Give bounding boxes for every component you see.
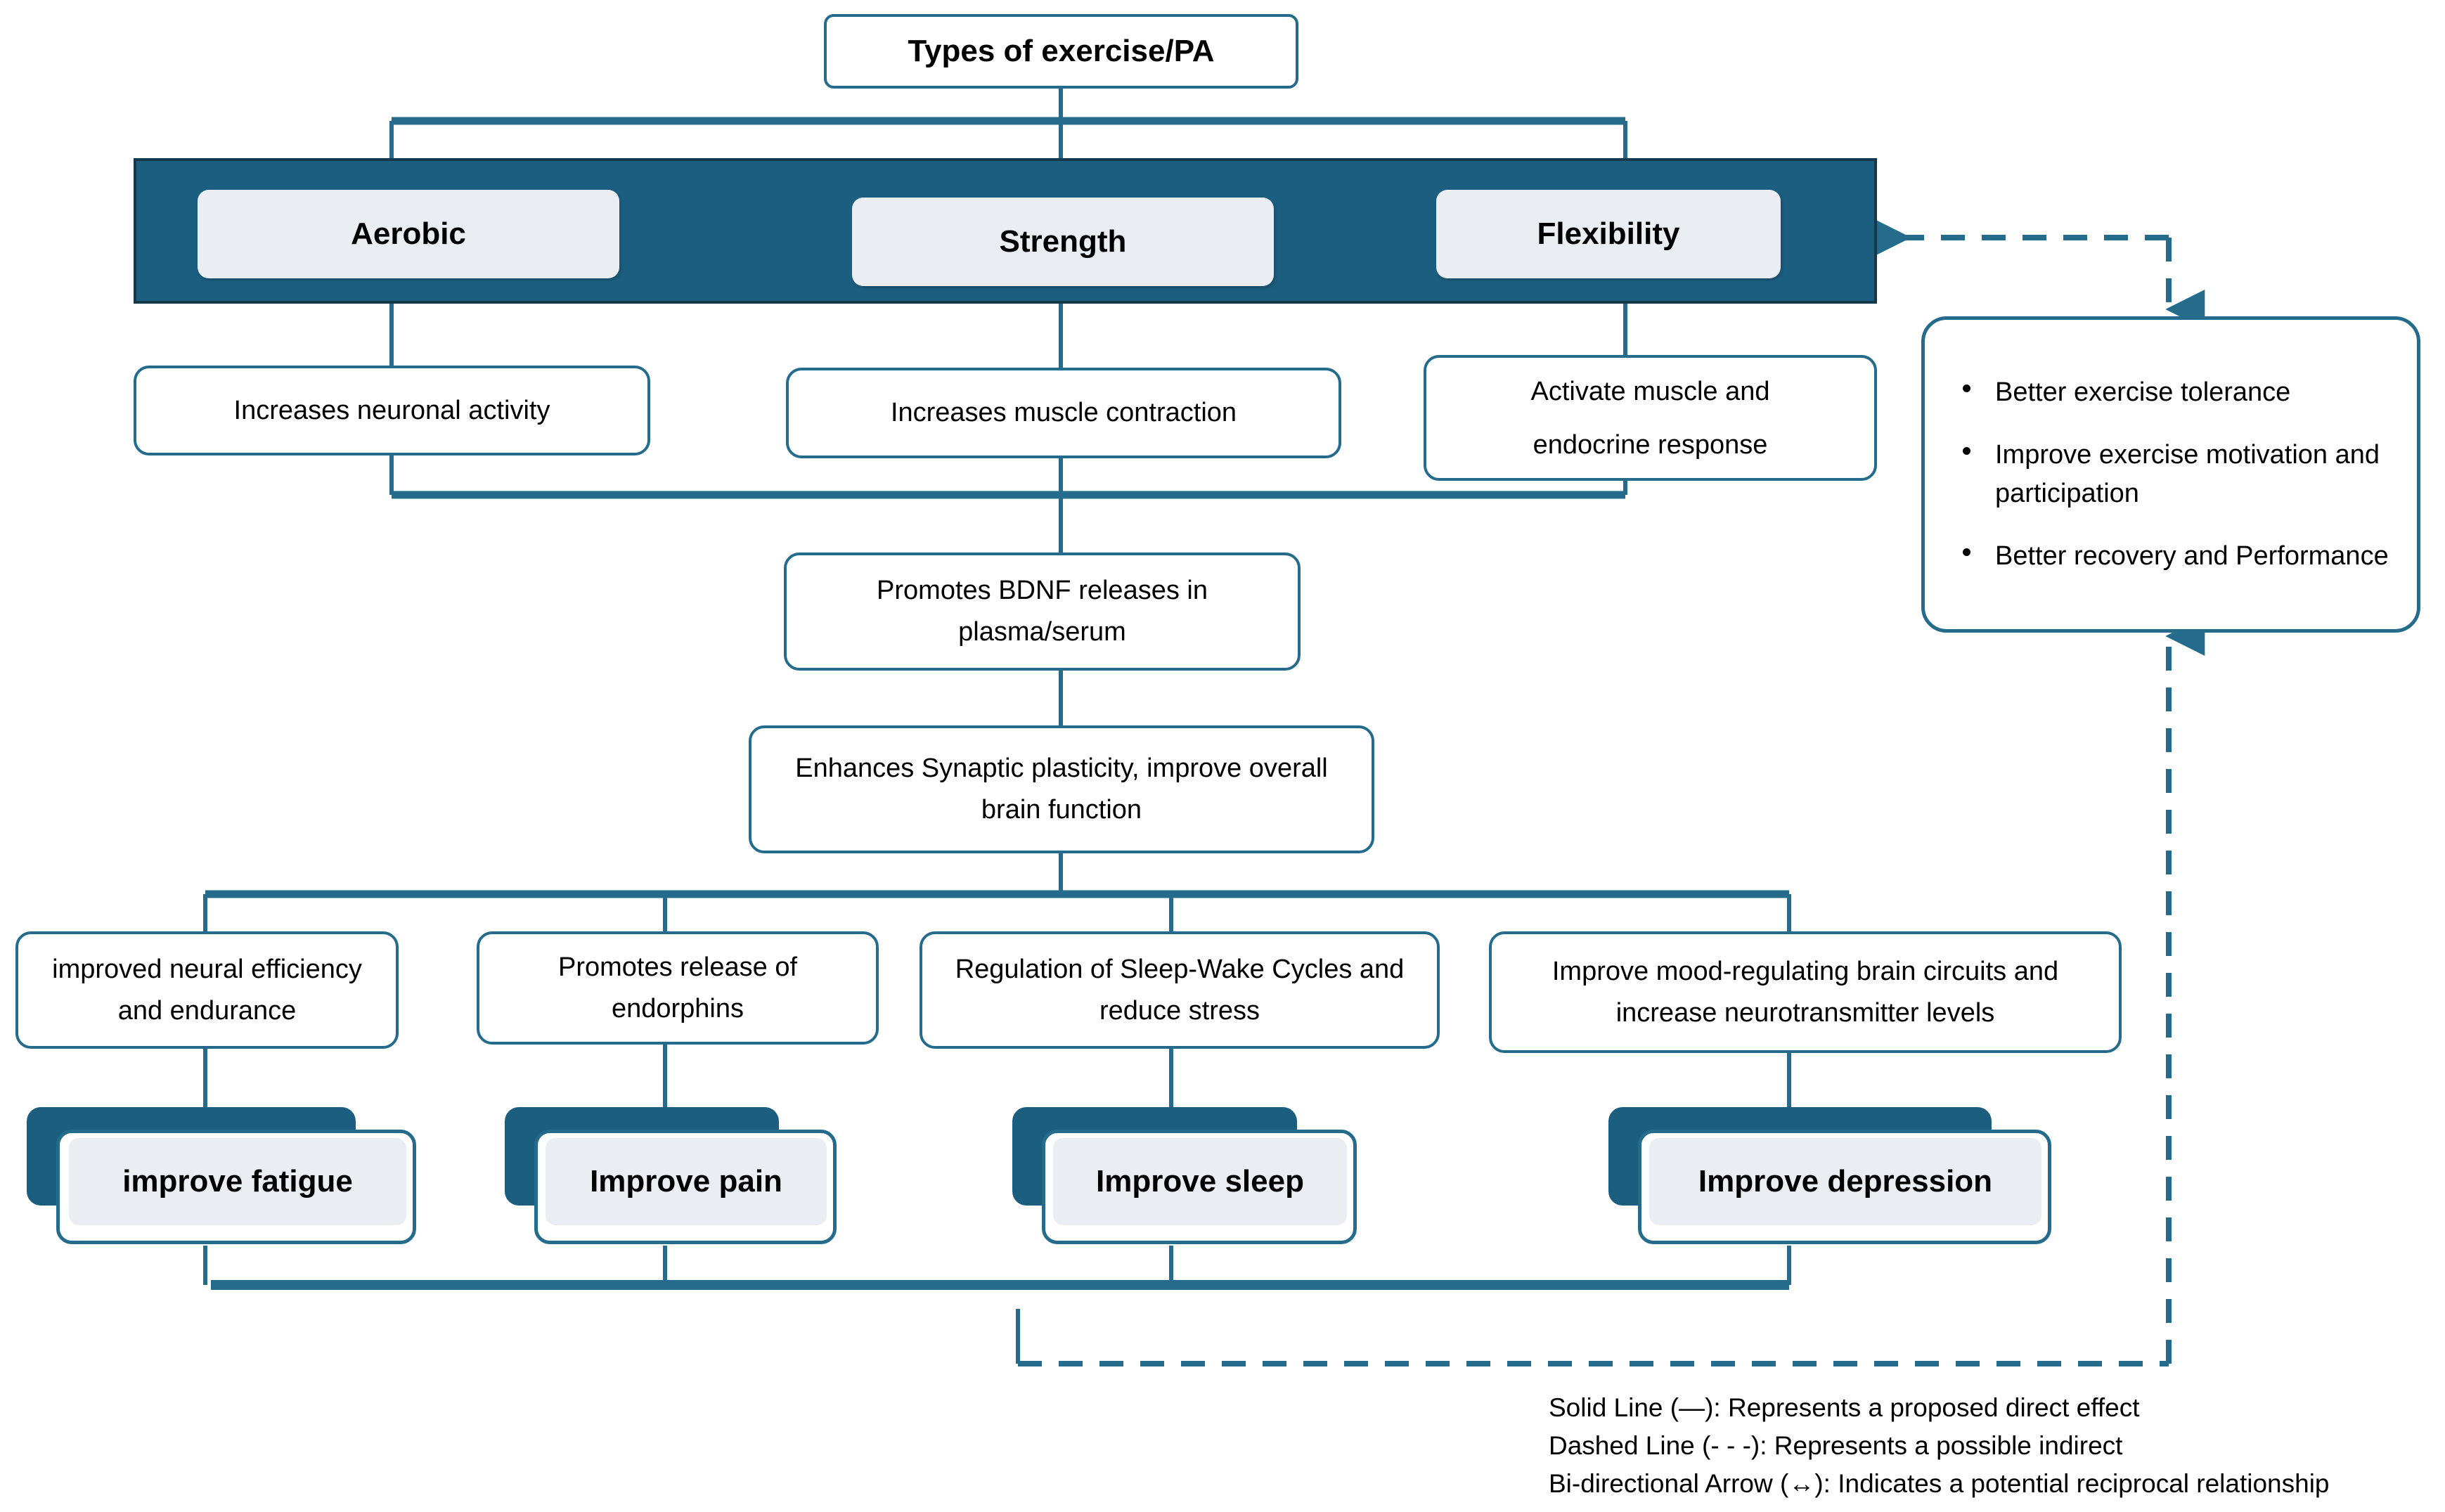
benefits-list: Better exercise tolerance Improve exerci… — [1956, 373, 2389, 576]
chip-flexibility[interactable]: Flexibility — [1436, 190, 1781, 278]
legend-line-bidirectional: Bi-directional Arrow (↔): Indicates a po… — [1549, 1469, 2330, 1499]
outcome-label: Improve pain — [590, 1164, 782, 1198]
node-label: Activate muscle and endocrine response — [1530, 376, 1770, 460]
node-label: Increases muscle contraction — [890, 398, 1237, 428]
node-label: Improve mood-regulating brain circuits a… — [1551, 956, 2059, 1028]
node-improved-neural-efficiency[interactable]: improved neural efficiency and endurance — [15, 931, 399, 1049]
outcome-improve-depression[interactable]: Improve depression — [1608, 1107, 2051, 1248]
chip-aerobic[interactable]: Aerobic — [198, 190, 619, 278]
outcome-label-wrap: Improve pain — [546, 1138, 827, 1225]
node-label: Types of exercise/PA — [908, 33, 1215, 68]
benefits-box[interactable]: Better exercise tolerance Improve exerci… — [1921, 316, 2420, 633]
outcome-label-wrap: Improve depression — [1649, 1138, 2041, 1225]
node-activate-muscle-endocrine[interactable]: Activate muscle and endocrine response — [1424, 355, 1877, 481]
legend-line-dashed: Dashed Line (- - -): Represents a possib… — [1549, 1431, 2123, 1461]
outcome-improve-fatigue[interactable]: improve fatigue — [27, 1107, 420, 1248]
legend: Solid Line (—): Represents a proposed di… — [1549, 1389, 2330, 1503]
outcome-label: Improve depression — [1698, 1164, 1993, 1198]
node-increases-muscle-contraction[interactable]: Increases muscle contraction — [786, 368, 1341, 458]
node-increases-neuronal-activity[interactable]: Increases neuronal activity — [134, 366, 650, 455]
chip-strength[interactable]: Strength — [852, 198, 1274, 286]
benefit-item: Improve exercise motivation and particip… — [1963, 436, 2389, 513]
benefit-label: Better exercise tolerance — [1995, 377, 2291, 407]
node-types-of-exercise[interactable]: Types of exercise/PA — [824, 14, 1298, 89]
node-synaptic-plasticity[interactable]: Enhances Synaptic plasticity, improve ov… — [749, 725, 1374, 853]
chip-label: Aerobic — [351, 217, 466, 251]
node-mood-regulating-circuits[interactable]: Improve mood-regulating brain circuits a… — [1489, 931, 2122, 1053]
benefit-item: Better exercise tolerance — [1963, 373, 2389, 412]
benefit-item: Better recovery and Performance — [1963, 537, 2389, 576]
node-label: improved neural efficiency and endurance — [52, 954, 362, 1026]
node-label: Regulation of Sleep-Wake Cycles and redu… — [955, 954, 1405, 1026]
node-label: Increases neuronal activity — [233, 395, 550, 425]
node-label: Promotes release of endorphins — [557, 952, 798, 1023]
bullet-dot-icon — [1963, 548, 1970, 557]
bullet-dot-icon — [1963, 384, 1970, 392]
outcome-label: improve fatigue — [122, 1164, 353, 1198]
node-label: Promotes BDNF releases in plasma/serum — [877, 576, 1208, 647]
legend-line-solid: Solid Line (—): Represents a proposed di… — [1549, 1393, 2140, 1422]
outcome-improve-pain[interactable]: Improve pain — [505, 1107, 837, 1248]
bullet-dot-icon — [1963, 446, 1970, 455]
node-endorphin-release[interactable]: Promotes release of endorphins — [477, 931, 879, 1045]
outcome-label-wrap: Improve sleep — [1053, 1138, 1347, 1225]
outcome-improve-sleep[interactable]: Improve sleep — [1012, 1107, 1357, 1248]
chip-label: Flexibility — [1537, 217, 1680, 251]
node-sleep-wake-regulation[interactable]: Regulation of Sleep-Wake Cycles and redu… — [920, 931, 1440, 1049]
node-label: Enhances Synaptic plasticity, improve ov… — [795, 754, 1328, 825]
benefit-label: Better recovery and Performance — [1995, 541, 2389, 571]
node-bdnf-release[interactable]: Promotes BDNF releases in plasma/serum — [784, 553, 1301, 671]
outcome-label-wrap: improve fatigue — [69, 1138, 406, 1225]
benefit-label: Improve exercise motivation and particip… — [1995, 439, 2380, 508]
chip-label: Strength — [999, 224, 1127, 259]
outcome-label: Improve sleep — [1096, 1164, 1304, 1198]
